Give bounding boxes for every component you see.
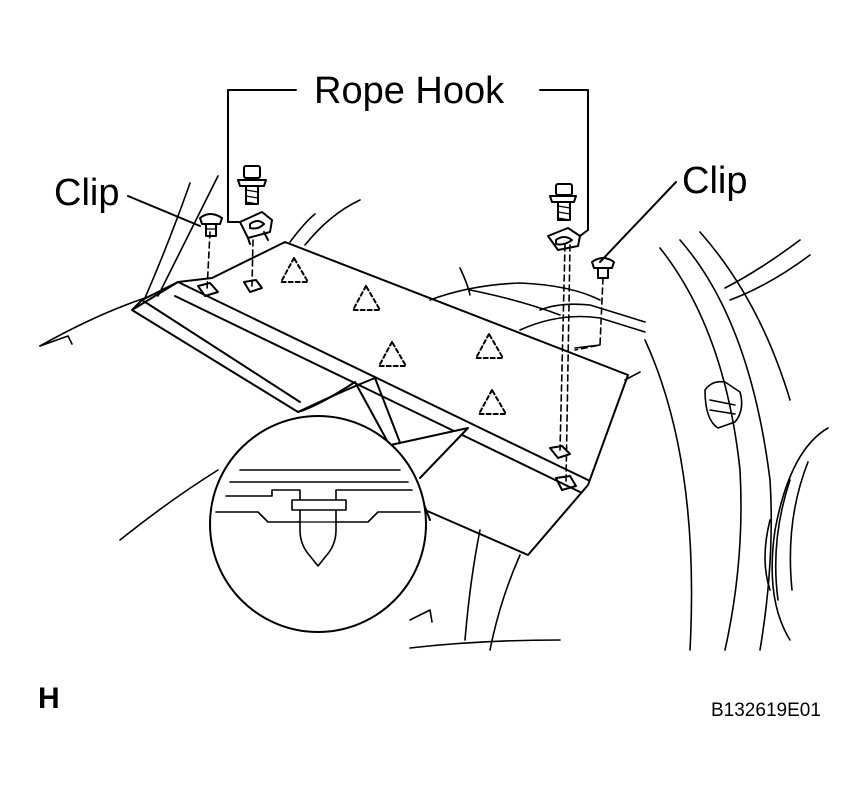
panel-inner-edge [142, 300, 300, 402]
clip-right-leader [600, 182, 676, 262]
rope-hook-label: Rope Hook [314, 70, 505, 112]
panel-fold-line [298, 378, 430, 520]
callout-pointer [386, 428, 468, 478]
triangle-caution-icon [281, 258, 308, 282]
install-guide-lines [207, 232, 603, 482]
clip-icon [200, 214, 222, 236]
bolt-icon [550, 184, 576, 220]
triangle-caution-icon [476, 334, 503, 358]
caution-marks [281, 258, 506, 414]
mount-hole-left-clip [198, 283, 218, 296]
clip-icon [592, 258, 614, 278]
rope-hook-icon [548, 228, 580, 250]
rope-hook-icon [240, 212, 272, 244]
magnifier-detail-icon [210, 416, 468, 632]
figure-code: B132619E01 [711, 700, 821, 721]
triangle-caution-icon [353, 286, 380, 310]
clip-right-label: Clip [682, 160, 748, 202]
mount-hole-left-hook [244, 280, 262, 292]
bolt-icon [238, 166, 266, 204]
vehicle-body-outline [40, 176, 828, 650]
triangle-caution-icon [379, 342, 406, 366]
detail-contents [216, 470, 420, 566]
clip-left-label: Clip [54, 172, 120, 214]
panel-groove-upper [178, 282, 588, 480]
triangle-caution-icon [479, 390, 506, 414]
detail-circle [210, 416, 426, 632]
mount-hole-right-hook [550, 446, 570, 458]
panel-groove-lower [175, 296, 580, 492]
rope-hook-bracket [228, 90, 588, 236]
trim-panel [132, 242, 628, 555]
clip-left-leader [128, 196, 200, 226]
view-letter: H [38, 682, 60, 715]
